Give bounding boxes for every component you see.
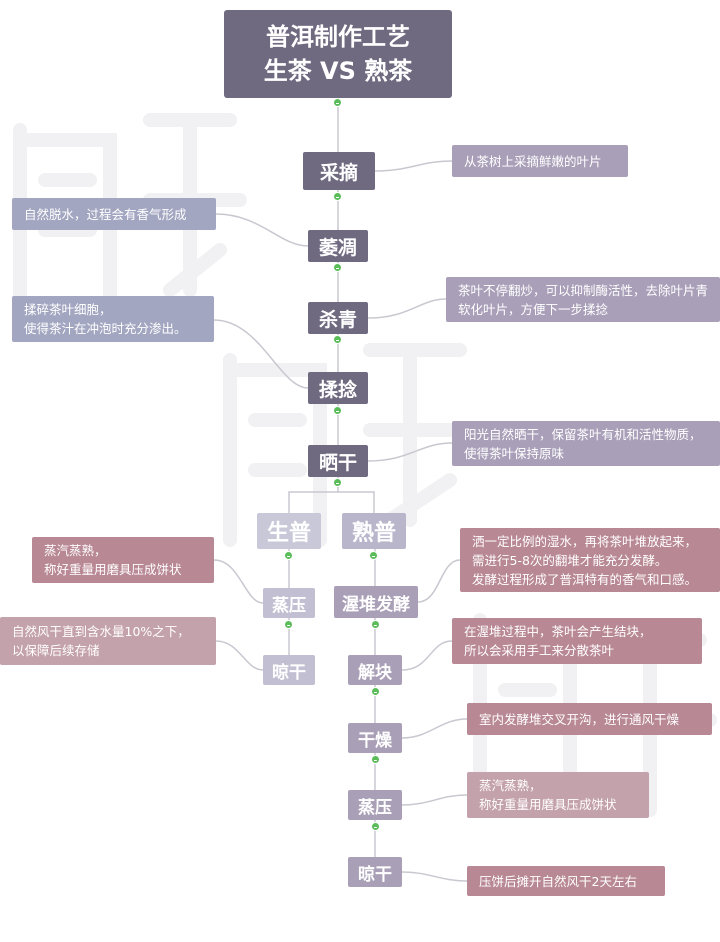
note-line: 室内发酵堆交叉开沟，进行通风干燥: [479, 711, 680, 727]
note-pile-ferment[interactable]: 洒一定比例的湿水，再将茶叶堆放起来， 需进行5-8次的翻堆才能充分发酵。 发酵过…: [460, 528, 720, 592]
connector-line: [215, 640, 264, 671]
note-line: 称好重量用磨具压成饼状: [479, 797, 617, 812]
note-line: 发酵过程形成了普洱特有的香气和口感。: [472, 571, 698, 587]
connector-line: [401, 871, 468, 882]
collapse-button[interactable]: [371, 620, 380, 629]
note-line: 自然风干直到含水量10%之下，: [12, 624, 190, 639]
collapse-button[interactable]: [371, 687, 380, 696]
connector-line: [213, 559, 264, 604]
note-line: 需进行5-8次的翻堆才能充分发酵。: [472, 552, 668, 568]
note-sundrying[interactable]: 阳光自然晒干，保留茶叶有机和活性物质， 使得茶叶保持原味: [452, 421, 720, 466]
connector-line: [401, 794, 468, 806]
connector-line: [401, 640, 453, 671]
note-line: 使得茶叶保持原味: [464, 445, 565, 461]
note-rolling[interactable]: 揉碎茶叶细胞， 使得茶汁在冲泡时充分渗出。: [12, 296, 214, 342]
root-title-line1: 普洱制作工艺: [266, 23, 410, 51]
note-ripe-air-dry[interactable]: 压饼后摊开自然风干2天左右: [467, 866, 665, 896]
note-withering[interactable]: 自然脱水，过程会有香气形成: [12, 198, 216, 230]
connector-line: [367, 298, 447, 319]
collapse-button[interactable]: [371, 822, 380, 831]
note-fixing[interactable]: 茶叶不停翻炒，可以抑制酶活性，去除叶片青 软化叶片，方便下一步揉捻: [446, 277, 720, 322]
note-raw-air-dry[interactable]: 自然风干直到含水量10%之下， 以保障后续存储: [0, 617, 216, 665]
connector-line: [417, 559, 461, 603]
note-line: 蒸汽蒸熟，: [479, 778, 542, 793]
collapse-button[interactable]: [371, 755, 380, 764]
note-picking[interactable]: 从茶树上采摘鲜嫩的叶片: [452, 145, 628, 177]
branch-raw[interactable]: 生普: [257, 513, 321, 549]
note-line: 压饼后摊开自然风干2天左右: [479, 873, 637, 889]
note-ripe-steam-press[interactable]: 蒸汽蒸熟， 称好重量用磨具压成饼状: [467, 772, 649, 818]
note-line: 以保障后续存储: [12, 643, 100, 658]
collapse-button[interactable]: [333, 335, 342, 344]
ripe-step-dry[interactable]: 干燥: [348, 723, 402, 753]
note-line: 使得茶汁在冲泡时充分渗出。: [24, 321, 187, 336]
collapse-button[interactable]: [333, 478, 342, 487]
ripe-step-air-dry[interactable]: 晾干: [348, 857, 402, 887]
collapse-button[interactable]: [284, 551, 293, 560]
note-line: 软化叶片，方便下一步揉捻: [458, 301, 609, 317]
note-line: 茶叶不停翻炒，可以抑制酶活性，去除叶片青: [458, 282, 709, 298]
ripe-step-pile-ferment[interactable]: 渥堆发酵: [334, 586, 418, 618]
step-picking[interactable]: 采摘: [303, 152, 375, 190]
root-title-node[interactable]: 普洱制作工艺 生茶 VS 熟茶: [224, 10, 452, 98]
collapse-button[interactable]: [333, 192, 342, 201]
ripe-step-steam-press[interactable]: 蒸压: [348, 790, 402, 820]
collapse-button[interactable]: [369, 551, 378, 560]
note-line: 阳光自然晒干，保留茶叶有机和活性物质，: [464, 426, 702, 442]
branch-ripe[interactable]: 熟普: [342, 513, 406, 549]
collapse-button[interactable]: [333, 406, 342, 415]
note-raw-steam-press[interactable]: 蒸汽蒸熟， 称好重量用磨具压成饼状: [32, 537, 214, 583]
note-line: 洒一定比例的湿水，再将茶叶堆放起来，: [472, 533, 698, 549]
note-line: 蒸汽蒸熟，: [44, 543, 107, 558]
note-dry[interactable]: 室内发酵堆交叉开沟，进行通风干燥: [467, 703, 712, 735]
note-line: 揉碎茶叶细胞，: [24, 302, 112, 317]
connector-line: [374, 160, 453, 172]
connector-line: [367, 442, 453, 462]
raw-step-air-dry[interactable]: 晾干: [263, 655, 315, 685]
step-withering[interactable]: 萎凋: [308, 230, 368, 262]
note-line: 自然脱水，过程会有香气形成: [24, 206, 187, 222]
note-break-up[interactable]: 在渥堆过程中，茶叶会产生结块， 所以会采用手工来分散茶叶: [452, 618, 702, 664]
connector-line: [401, 718, 468, 739]
ripe-step-break-up[interactable]: 解块: [348, 655, 402, 685]
collapse-button[interactable]: [333, 98, 342, 107]
raw-step-steam-press[interactable]: 蒸压: [263, 588, 315, 618]
connector-line: [215, 213, 309, 247]
step-rolling[interactable]: 揉捻: [308, 372, 368, 404]
collapse-button[interactable]: [333, 263, 342, 272]
note-line: 所以会采用手工来分散茶叶: [464, 643, 615, 658]
collapse-button[interactable]: [284, 620, 293, 629]
note-line: 在渥堆过程中，茶叶会产生结块，: [464, 624, 652, 639]
step-sundrying[interactable]: 晒干: [308, 445, 368, 477]
connector-line: [288, 491, 375, 513]
connector-line: [213, 319, 309, 389]
note-line: 从茶树上采摘鲜嫩的叶片: [464, 153, 602, 169]
step-fixing[interactable]: 杀青: [308, 302, 368, 334]
note-line: 称好重量用磨具压成饼状: [44, 562, 182, 577]
root-title-line2: 生茶 VS 熟茶: [263, 57, 413, 85]
